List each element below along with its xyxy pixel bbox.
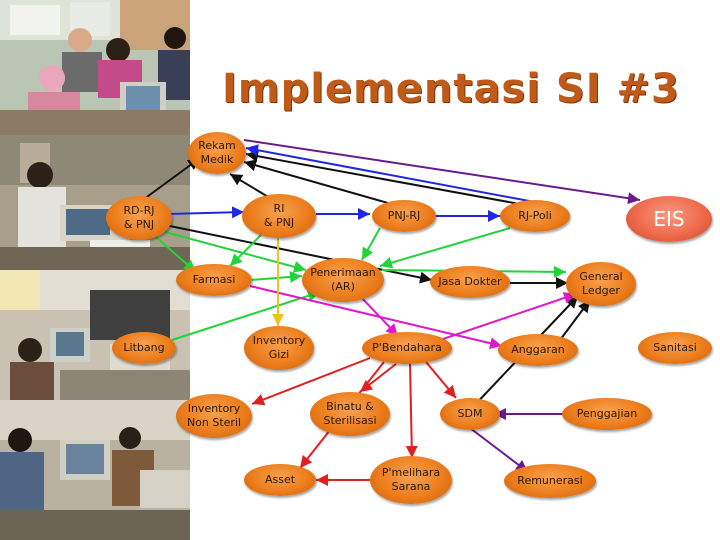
arrow-rjpoli-penerimaan [379,227,511,269]
arrow-rjpoli-rekam-blue [245,144,557,207]
arrow-pbendahara-binatu [359,363,397,393]
arrow-rdrj-ri [167,206,245,219]
node-sanitasi: Sanitasi [638,332,712,364]
arrow-pbendahara-pemelihara [405,363,418,459]
node-pnj-rj: PNJ-RJ [372,200,436,232]
arrow-ri-rekam [229,173,271,199]
node-ri-pnj: RI & PNJ [242,194,316,238]
node-litbang: Litbang [112,332,176,364]
node-general-ledger: General Ledger [566,262,636,306]
arrow-rdrj-farmasi [149,231,197,273]
slide-title: Implementasi SI #3 [222,66,680,112]
arrow-rjpoli-rekam [245,150,526,206]
node-penerimaan-ar: Penerimaan (AR) [302,258,384,302]
arrow-pbendahara-gl [439,292,577,341]
node-farmasi: Farmasi [176,264,252,296]
node-inventory-non-steril: Inventory Non Steril [176,394,252,438]
arrow-litbang-penerimaan [171,289,321,341]
node-sdm: SDM [440,398,500,430]
arrow-rdrj-penerimaan [164,231,307,273]
node-remunerasi: Remunerasi [504,464,596,498]
node-rj-poli: RJ-Poli [500,200,570,232]
node-pbendahara: P'Bendahara [362,332,452,364]
arrow-rdrj-rekam [139,157,201,203]
node-asset: Asset [244,464,316,496]
arrow-pbendahara-sdm [425,361,457,399]
node-rekam-medik: Rekam Medik [188,132,246,174]
arrow-pbendahara-inventory-non-steril [251,357,371,406]
office-photo-4 [0,400,190,540]
arrow-ri-farmasi [229,233,263,267]
node-binatu-sterilisasi: Binatu & Sterilisasi [310,392,390,436]
node-inventory-gizi: Inventory Gizi [244,326,314,370]
node-rd-rj-pnj: RD-RJ & PNJ [106,196,172,240]
arrow-farmasi-anggaran [249,285,503,350]
arrow-anggaran-gl [559,299,591,341]
node-anggaran: Anggaran [498,334,578,366]
arrow-sdm-remunerasi [469,427,529,473]
arrow-rekam-eis [243,139,641,205]
arrow-farmasi-penerimaan [249,270,303,283]
node-pemelihara-sarana: P'melihara Sarana [370,456,452,504]
office-photo-1 [0,0,190,135]
node-jasa-dokter: Jasa Dokter [430,266,510,298]
arrow-pnjrj-rekam [243,159,396,206]
node-eis: EIS [626,196,712,242]
node-penggajian: Penggajian [562,398,652,430]
arrow-pnjrj-penerimaan [361,227,381,261]
